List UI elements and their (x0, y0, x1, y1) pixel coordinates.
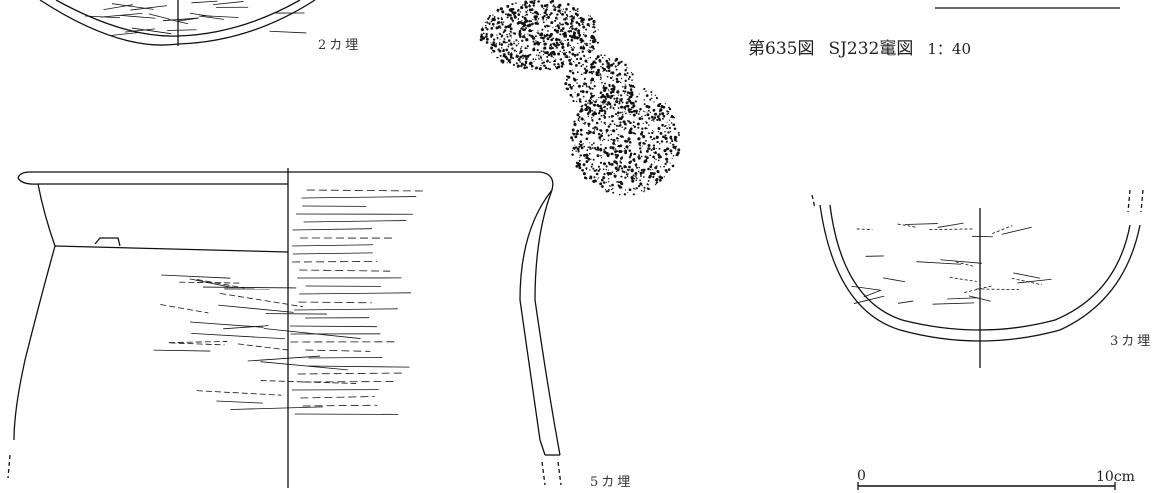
pot-3-drawing (811, 189, 1144, 368)
pot-2-drawing (39, 0, 316, 46)
pot-5-label: 5カ埋 (590, 475, 634, 490)
burnt-soil-fragment (479, 0, 681, 196)
pot-3-label: 3カ埋 (1110, 334, 1154, 349)
figure-scale: 1：40 (927, 40, 972, 58)
figure-title: 第635図 SJ232竃図 1：40 (748, 34, 985, 59)
scale-end-label: 10cm (1096, 469, 1135, 485)
figure-subject: SJ232竃図 (828, 39, 914, 59)
scale-bar (857, 482, 1116, 490)
pot-5-drawing (7, 168, 562, 488)
scale-start-label: 0 (857, 468, 866, 484)
pot-2-label: 2カ埋 (318, 38, 362, 53)
figure-number: 第635図 (748, 39, 815, 59)
